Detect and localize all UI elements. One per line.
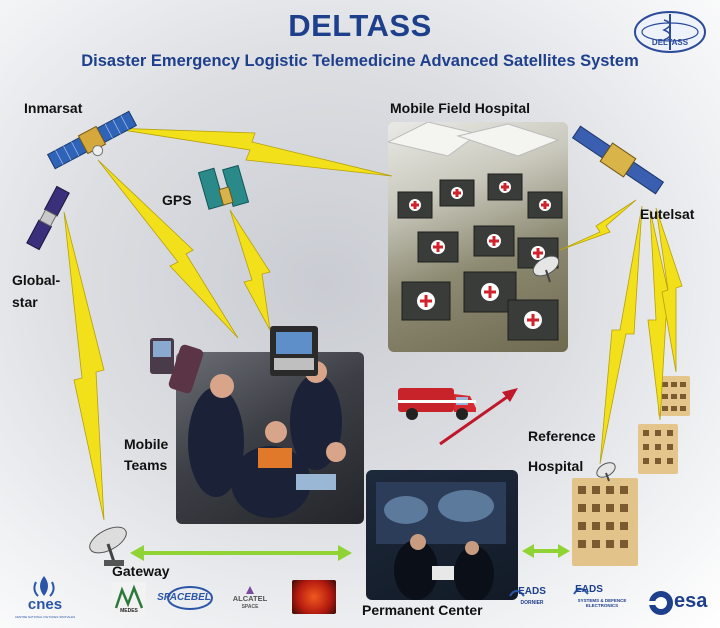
globalstar-label-line2: star [12, 294, 38, 310]
medes-logo: MEDES [112, 582, 146, 616]
medes-logo-text: MEDES [120, 608, 138, 614]
red-partner-logo [292, 580, 336, 614]
alcatel-logo-subtext: SPACE [241, 604, 259, 610]
ambulance-photo [396, 378, 478, 422]
link-globalstar-gateway [63, 211, 105, 521]
page-subtitle: Disaster Emergency Logistic Telemedicine… [81, 52, 639, 70]
deltass-emblem: DELTASS [632, 8, 708, 56]
globalstar-satellite-icon [26, 185, 70, 251]
gps-label: GPS [162, 192, 192, 208]
pda-photo [150, 338, 174, 374]
cnes-logo-text: cnes [27, 596, 63, 613]
mobile-teams-label-line1: Mobile [124, 436, 169, 452]
eads-sde-logo: EADS SYSTEMS & DEFENCE ELECTRONICS [572, 582, 632, 614]
eutelsat-label: Eutelsat [640, 206, 695, 222]
eads-dornier-logo-text: EADS [518, 586, 546, 597]
spacebel-logo: SPACEBEL [154, 584, 214, 612]
ambulance-route-arrow [439, 388, 518, 446]
gateway-dish-icon [89, 526, 127, 566]
reference-hospital-dish-icon [596, 462, 616, 482]
hospital-building-top [658, 376, 690, 416]
mobile-teams-photo [176, 352, 364, 524]
gps-satellite-icon [197, 164, 250, 210]
field-hospital-dish-icon [532, 255, 560, 283]
reference-hospital-label-line2: Hospital [528, 458, 584, 474]
reference-hospital-label-line1: Reference [528, 428, 596, 444]
mobile-teams-label-line2: Teams [124, 457, 168, 473]
globalstar-label-line1: Global- [12, 272, 61, 288]
link-inmarsat-field-hospital [109, 127, 393, 177]
emblem-label: DELTASS [651, 38, 689, 47]
inmarsat-satellite-icon [46, 110, 138, 170]
eutelsat-satellite-icon [571, 125, 665, 195]
eads-dornier-logo: EADS DORNIER [506, 582, 556, 614]
permanent-center-photo [366, 470, 518, 600]
eads-sde-logo-text: EADS [575, 584, 603, 595]
hospital-building-mid [638, 424, 678, 474]
esa-logo-text: esa [674, 590, 708, 612]
field-hospital-crates [388, 122, 563, 341]
field-hospital-photo [388, 122, 568, 352]
laptop-terminal-photo [270, 326, 318, 376]
link-eutelsat-reference-hospital [599, 205, 643, 465]
gateway-label: Gateway [112, 563, 170, 579]
link-inmarsat-mobile-teams [97, 159, 239, 339]
ground-links [130, 544, 570, 561]
mobile-field-hospital-label: Mobile Field Hospital [390, 100, 531, 116]
alcatel-logo-text: ALCATEL [232, 594, 268, 603]
link-eutelsat-field-hospital [559, 199, 637, 251]
alcatel-logo: ALCATEL SPACE [226, 584, 274, 614]
inmarsat-label: Inmarsat [24, 100, 83, 116]
link-gps-mobile-teams [229, 209, 271, 331]
eads-dornier-logo-subtext: DORNIER [520, 600, 544, 606]
reference-hospital-building [572, 478, 638, 566]
link-eutelsat-building-top [655, 207, 683, 373]
page-title: DELTASS [288, 8, 432, 43]
eads-sde-logo-subtext: SYSTEMS & DEFENCE ELECTRONICS [577, 598, 627, 608]
spacebel-logo-text: SPACEBEL [157, 592, 211, 603]
cnes-logo-subtext: CENTRE NATIONAL D'ETUDES SPATIALES [14, 615, 76, 619]
satellite-links [63, 127, 683, 521]
esa-logo: esa [646, 588, 714, 618]
permanent-center-label: Permanent Center [362, 602, 483, 618]
cnes-logo: cnes CENTRE NATIONAL D'ETUDES SPATIALES [14, 572, 76, 624]
